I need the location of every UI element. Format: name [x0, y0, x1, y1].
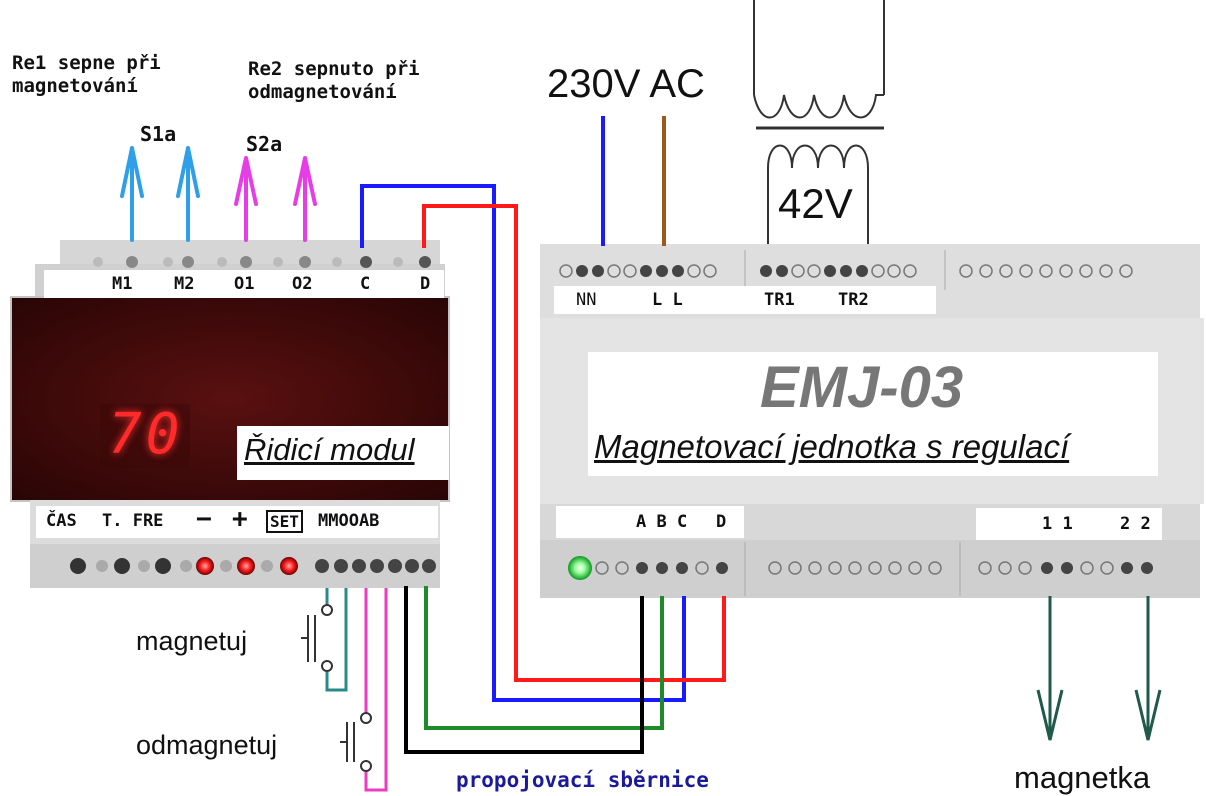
terminal-nn: NN	[576, 290, 597, 310]
s1a-label: S1a	[140, 122, 177, 146]
terminal-minus: −	[196, 504, 212, 534]
display-readout: 70	[108, 402, 184, 467]
re1-line2: magnetování	[12, 75, 138, 97]
terminal-plus: +	[232, 504, 248, 534]
emj-title-box	[588, 352, 1158, 476]
terminal-tr2: TR2	[838, 290, 869, 310]
display-glow	[100, 404, 190, 468]
magnetka-label: magnetka	[1014, 760, 1151, 795]
control-top-terminal-strip	[44, 270, 444, 298]
push-button-switches	[301, 588, 388, 792]
magnetka-arrows	[1036, 596, 1162, 741]
emj-bottom-right-strip	[976, 508, 1162, 540]
transformer-symbol	[753, 0, 885, 244]
terminal-abc: A B C	[636, 512, 688, 532]
emj-bottom-left-strip	[556, 506, 744, 538]
control-module-name: Řidicí modul	[244, 432, 415, 467]
control-bottom-terminal-strip	[36, 506, 438, 538]
s2a-arrow-left	[234, 156, 258, 242]
s1a-arrow-right	[176, 146, 200, 242]
terminal-set: SET	[266, 510, 303, 533]
terminal-tr1: TR1	[764, 290, 795, 310]
odmagnetuj-label: odmagnetuj	[136, 730, 278, 760]
terminal-m2: M2	[174, 274, 195, 294]
s2a-label: S2a	[246, 132, 283, 156]
odmagnetuj-switch	[340, 712, 372, 772]
re2-label: Re2 sepnuto při odmagnetování	[248, 58, 420, 104]
black-wire	[404, 586, 644, 754]
terminal-11: 1 1	[1042, 514, 1073, 534]
terminal-o1: O1	[234, 274, 255, 294]
terminal-m1: M1	[112, 274, 133, 294]
emj-bottom-screws	[568, 556, 1153, 580]
emj-subtitle: Magnetovací jednotka s regulací	[594, 428, 1070, 465]
terminal-ll: L L	[652, 290, 683, 310]
emj-model: EMJ-03	[760, 355, 964, 420]
emj-top-screws	[559, 264, 1133, 278]
magnetuj-label: magnetuj	[136, 626, 248, 656]
re2-line1: Re2 sepnuto při	[248, 58, 420, 80]
terminal-d: D	[420, 274, 431, 294]
terminal-mmooab: MMOOAB	[318, 511, 380, 531]
red-wire	[422, 204, 726, 682]
relay-output-arrows	[120, 146, 317, 242]
bus-label: propojovací sběrnice	[456, 768, 709, 792]
s2a-arrow-right	[293, 156, 317, 242]
re2-line2: odmagnetování	[248, 81, 397, 103]
re1-label: Re1 sepne při magnetování	[12, 52, 161, 98]
bus-wires	[360, 184, 726, 754]
terminal-c: C	[360, 274, 371, 294]
s1a-arrow-left	[120, 146, 144, 242]
transformer-voltage-label: 42V	[776, 180, 855, 228]
terminal-22: 2 2	[1120, 514, 1151, 534]
terminal-cas: ČAS	[46, 511, 77, 531]
teal-wire-b	[325, 588, 348, 692]
magenta-wire-b	[364, 588, 388, 792]
magnetuj-switch	[301, 604, 333, 672]
control-module-name-box	[237, 426, 449, 480]
emj-top-terminal-strip	[554, 286, 936, 314]
control-bottom-leds	[70, 557, 436, 575]
blue-wire	[360, 184, 686, 702]
green-wire	[424, 586, 664, 730]
control-top-screws	[93, 256, 431, 268]
supply-voltage-label: 230V AC	[547, 62, 705, 106]
terminal-t-fre: T. FRE	[102, 511, 164, 531]
terminal-d-emj: D	[716, 512, 727, 532]
supply-wires	[601, 116, 666, 246]
terminal-o2: O2	[292, 274, 313, 294]
re1-line1: Re1 sepne při	[12, 52, 161, 74]
